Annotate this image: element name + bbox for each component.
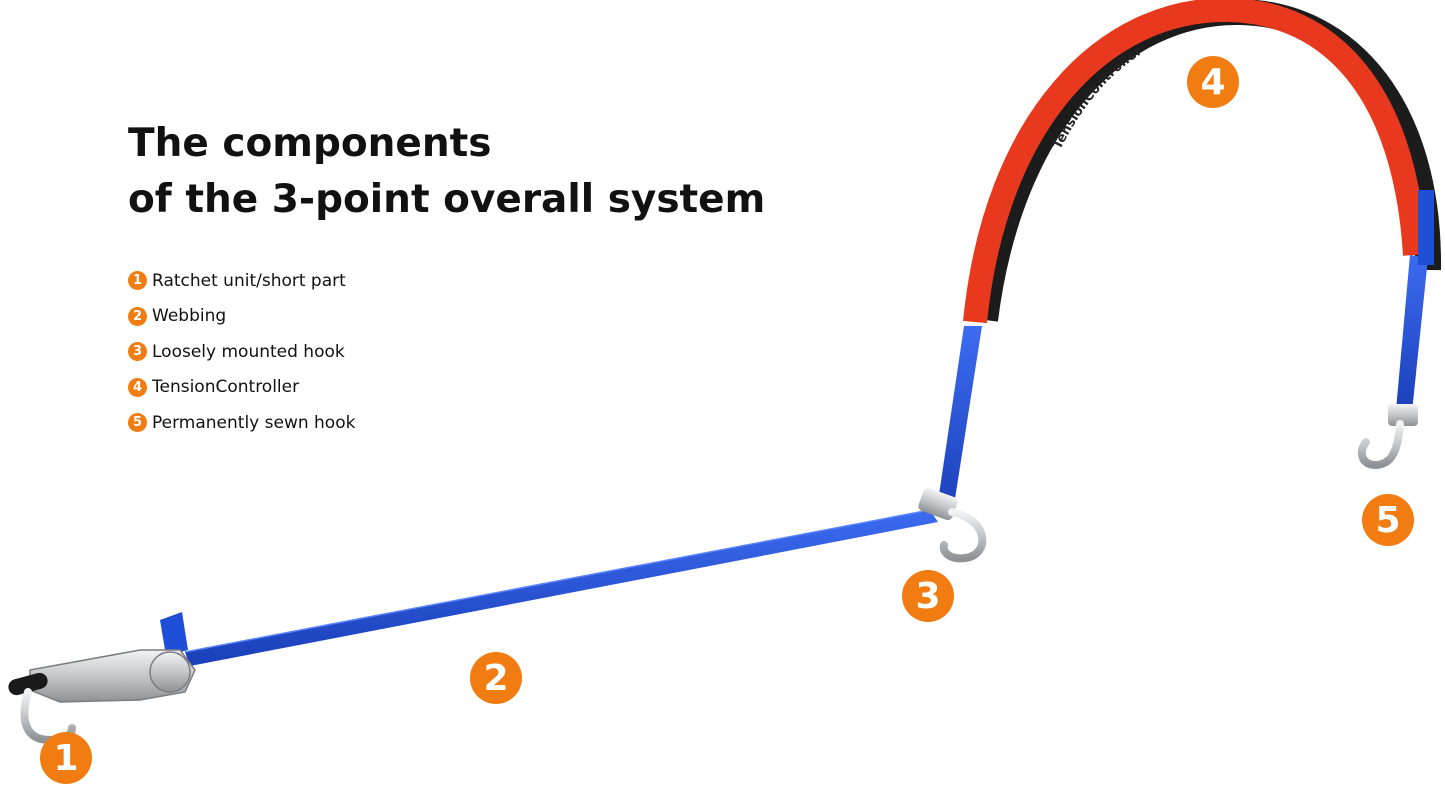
webbing-riser-right — [1396, 255, 1428, 412]
legend-label-webbing: Webbing — [152, 306, 227, 326]
legend-badge-2: 2 — [128, 306, 147, 326]
callout-2: 2 — [470, 652, 522, 704]
sewn-hook — [1357, 404, 1418, 470]
legend-label-loose-hook: Loosely mounted hook — [152, 341, 345, 362]
legend-item-sewn-hook: 5 Permanently sewn hook — [128, 412, 355, 433]
legend-label-sewn-hook: Permanently sewn hook — [152, 412, 356, 433]
page-title: The components of the 3-point overall sy… — [128, 116, 765, 228]
loose-hook — [918, 487, 987, 563]
legend-badge-1: 1 — [128, 271, 147, 290]
legend-item-loose-hook: 3 Loosely mounted hook — [128, 341, 355, 362]
legend-badge-4: 4 — [128, 377, 147, 397]
webbing-riser-left — [936, 326, 982, 518]
legend-item-ratchet: 1 Ratchet unit/short part — [128, 270, 355, 291]
legend-item-tension-controller: 4 TensionController — [128, 377, 355, 398]
title-line-2: of the 3-point overall system — [128, 177, 766, 222]
legend-badge-3: 3 — [128, 342, 147, 361]
component-legend: 1 Ratchet unit/short part 2 Webbing 3 Lo… — [128, 270, 355, 448]
legend-label-tension-controller: TensionController — [152, 377, 300, 397]
webbing-patch — [1418, 190, 1434, 265]
callout-4: 4 — [1187, 56, 1239, 108]
callout-3: 3 — [902, 570, 954, 622]
legend-item-webbing: 2 Webbing — [128, 306, 355, 327]
webbing-edge — [184, 509, 931, 653]
tension-controller — [963, 0, 1427, 324]
webbing-strap — [185, 510, 938, 666]
callout-5: 5 — [1362, 494, 1414, 546]
ratchet-unit — [8, 612, 196, 745]
legend-label-ratchet: Ratchet unit/short part — [152, 270, 346, 291]
callout-1: 1 — [40, 732, 92, 784]
title-line-1: The components — [128, 121, 492, 166]
legend-badge-5: 5 — [128, 413, 147, 432]
